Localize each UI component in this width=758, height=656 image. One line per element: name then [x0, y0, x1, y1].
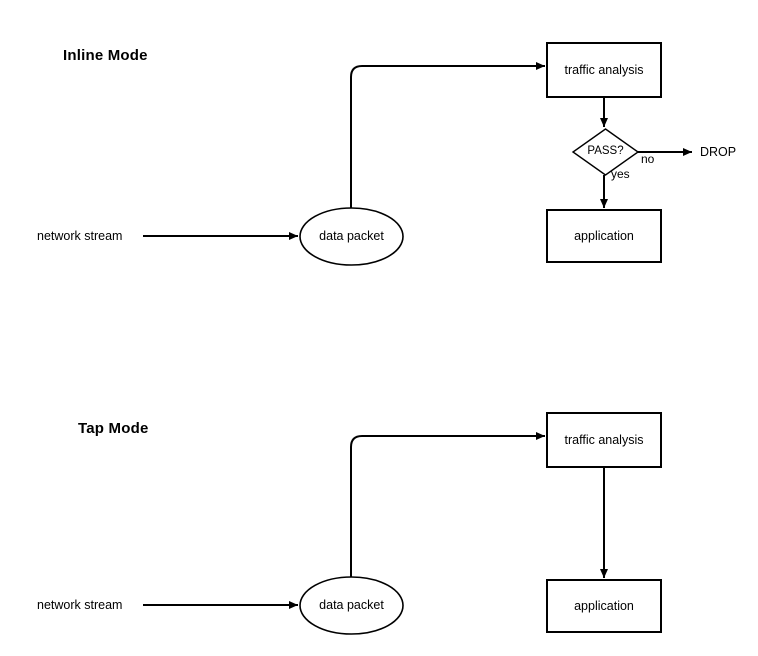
inline-edge-packet-to-analysis [350, 62, 545, 208]
inline-label-application: application [574, 229, 634, 243]
tap-label-network-stream: network stream [37, 598, 123, 612]
inline-label-data-packet: data packet [319, 229, 384, 243]
tap-label-data-packet: data packet [319, 598, 384, 612]
tap-label-application: application [574, 599, 634, 613]
tap-node-data-packet [299, 576, 404, 635]
tap-node-application [546, 579, 662, 633]
inline-edge-label-yes: yes [611, 167, 630, 181]
tap-edge-packet-to-analysis [350, 432, 545, 577]
inline-label-traffic-analysis: traffic analysis [564, 63, 644, 77]
inline-node-traffic-analysis [546, 42, 662, 98]
inline-node-data-packet [299, 207, 404, 266]
tap-mode-title: Tap Mode [78, 420, 149, 437]
inline-label-decision-pass: PASS? [587, 145, 624, 157]
inline-mode-title: Inline Mode [63, 47, 148, 64]
inline-label-drop: DROP [700, 145, 737, 159]
inline-edge-label-no: no [641, 152, 655, 166]
inline-label-network-stream: network stream [37, 229, 123, 243]
inline-node-decision-pass [571, 128, 640, 176]
tap-label-traffic-analysis: traffic analysis [564, 433, 644, 447]
inline-node-application [546, 209, 662, 263]
tap-node-traffic-analysis [546, 412, 662, 468]
